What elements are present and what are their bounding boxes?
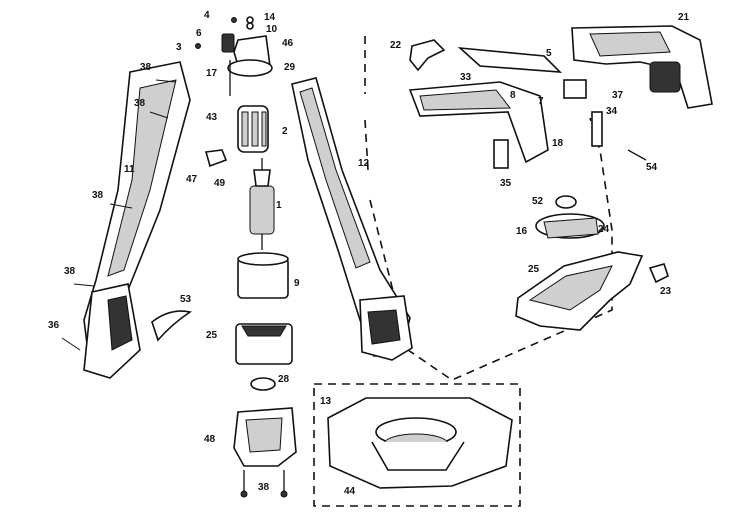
- part-label-p37: 37: [612, 90, 624, 101]
- part-label-p4: 4: [204, 10, 210, 21]
- part-label-p13: 13: [320, 396, 332, 407]
- part-label-p22: 22: [390, 40, 402, 51]
- part-label-p7: 7: [538, 96, 544, 107]
- part-label-p9: 9: [294, 278, 300, 289]
- part-label-p36: 36: [48, 320, 60, 331]
- part-label-p23: 23: [660, 286, 672, 297]
- part-label-p5: 5: [546, 48, 552, 59]
- part-label-p12: 12: [358, 158, 370, 169]
- part-label-p48: 48: [204, 434, 216, 445]
- part-label-p25a: 25: [206, 330, 218, 341]
- part-label-p21: 21: [678, 12, 690, 23]
- guard-housing: [327, 397, 513, 489]
- part-label-p1: 1: [276, 200, 282, 211]
- dashed-group-boundary-housing: [313, 383, 521, 507]
- part-label-p46: 46: [282, 38, 294, 49]
- part-label-p54: 54: [646, 162, 658, 173]
- part-label-p38e: 38: [258, 482, 270, 493]
- upper-handle-parts: [408, 25, 713, 169]
- part-label-p38c: 38: [92, 190, 104, 201]
- part-label-p17: 17: [206, 68, 218, 79]
- part-label-p29: 29: [284, 62, 296, 73]
- part-label-p18: 18: [552, 138, 564, 149]
- part-label-p47: 47: [186, 174, 198, 185]
- part-label-p25b: 25: [528, 264, 540, 275]
- motor-assembly-parts: [151, 16, 297, 498]
- part-label-p38a: 38: [140, 62, 152, 73]
- part-label-p8: 8: [510, 90, 516, 101]
- part-label-p34: 34: [606, 106, 618, 117]
- spool-and-guard: [515, 195, 669, 331]
- part-label-p16: 16: [516, 226, 528, 237]
- part-label-p28: 28: [278, 374, 290, 385]
- part-label-p49: 49: [214, 178, 226, 189]
- right-handle-half: [291, 77, 413, 361]
- handle-screws: [61, 79, 177, 351]
- part-label-p24: 24: [598, 224, 610, 235]
- left-handle-half: [83, 61, 191, 379]
- part-label-p38b: 38: [134, 98, 146, 109]
- part-label-p38d: 38: [64, 266, 76, 277]
- part-label-p10: 10: [266, 24, 278, 35]
- part-label-p6: 6: [196, 28, 202, 39]
- part-label-p52: 52: [532, 196, 544, 207]
- part-label-p43: 43: [206, 112, 218, 123]
- part-label-p53: 53: [180, 294, 192, 305]
- part-label-p11: 11: [124, 164, 135, 175]
- part-label-p35: 35: [500, 178, 512, 189]
- part-label-p14: 14: [264, 12, 276, 23]
- part-label-p44: 44: [344, 486, 356, 497]
- part-label-p3: 3: [176, 42, 182, 53]
- part-label-p2: 2: [282, 126, 288, 137]
- part-label-p33: 33: [460, 72, 472, 83]
